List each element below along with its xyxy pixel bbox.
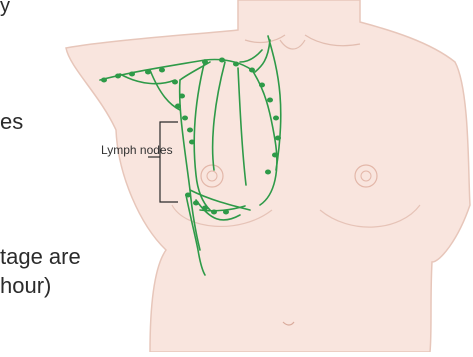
lymph-nodes-label: Lymph nodes: [101, 143, 173, 157]
lymph-node: [187, 128, 193, 133]
lymph-node: [193, 201, 199, 206]
lymph-node: [272, 153, 278, 158]
lymph-node: [159, 68, 165, 73]
lymph-node: [101, 78, 107, 83]
lymph-node: [219, 58, 225, 63]
lymph-node: [259, 83, 265, 88]
lymph-node: [273, 116, 279, 121]
lymph-node: [175, 104, 181, 109]
cropped-text-fragment: hour): [0, 274, 51, 298]
lymph-node: [115, 74, 121, 79]
lymph-node: [211, 210, 217, 215]
lymph-node: [172, 80, 178, 85]
cropped-text-fragment: tage are: [0, 245, 81, 269]
lymph-node: [223, 210, 229, 215]
lymph-node: [267, 98, 273, 103]
lymph-node: [182, 116, 188, 121]
cropped-text-fragment: y: [0, 0, 10, 18]
lymph-node: [202, 60, 208, 65]
lymph-node: [233, 62, 239, 67]
lymph-node: [189, 140, 195, 145]
lymph-node: [129, 72, 135, 77]
cropped-text-fragment: es: [0, 110, 23, 134]
lymph-node: [179, 94, 185, 99]
lymph-node: [202, 206, 208, 211]
lymph-node: [275, 136, 281, 141]
lymph-node: [249, 68, 255, 73]
lymph-node: [185, 193, 191, 198]
lymph-node: [265, 170, 271, 175]
lymph-node: [145, 70, 151, 75]
